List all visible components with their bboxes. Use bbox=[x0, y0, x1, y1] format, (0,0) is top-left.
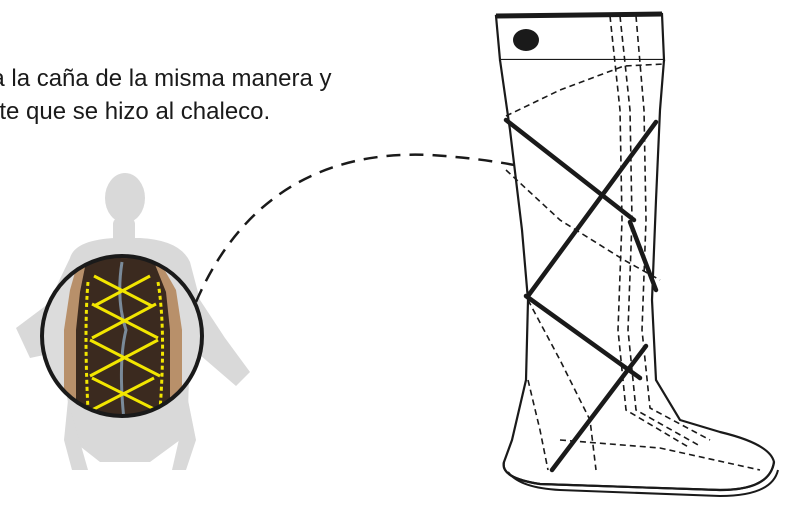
caption-line-1: da la caña de la misma manera y bbox=[0, 65, 332, 92]
vest-center-seam bbox=[118, 261, 128, 416]
vest-yellow-lacing bbox=[84, 274, 165, 412]
cuff-hole-icon bbox=[513, 29, 539, 51]
boot-illustration bbox=[494, 11, 779, 498]
boot-cross-lacing bbox=[503, 117, 659, 473]
vest-detail-circle bbox=[40, 254, 204, 418]
caption-line-2: orte que se hizo al chaleco. bbox=[0, 98, 271, 125]
connector-dashed-arc bbox=[194, 153, 557, 303]
instruction-caption: da la caña de la misma manera y orte que… bbox=[0, 62, 332, 128]
